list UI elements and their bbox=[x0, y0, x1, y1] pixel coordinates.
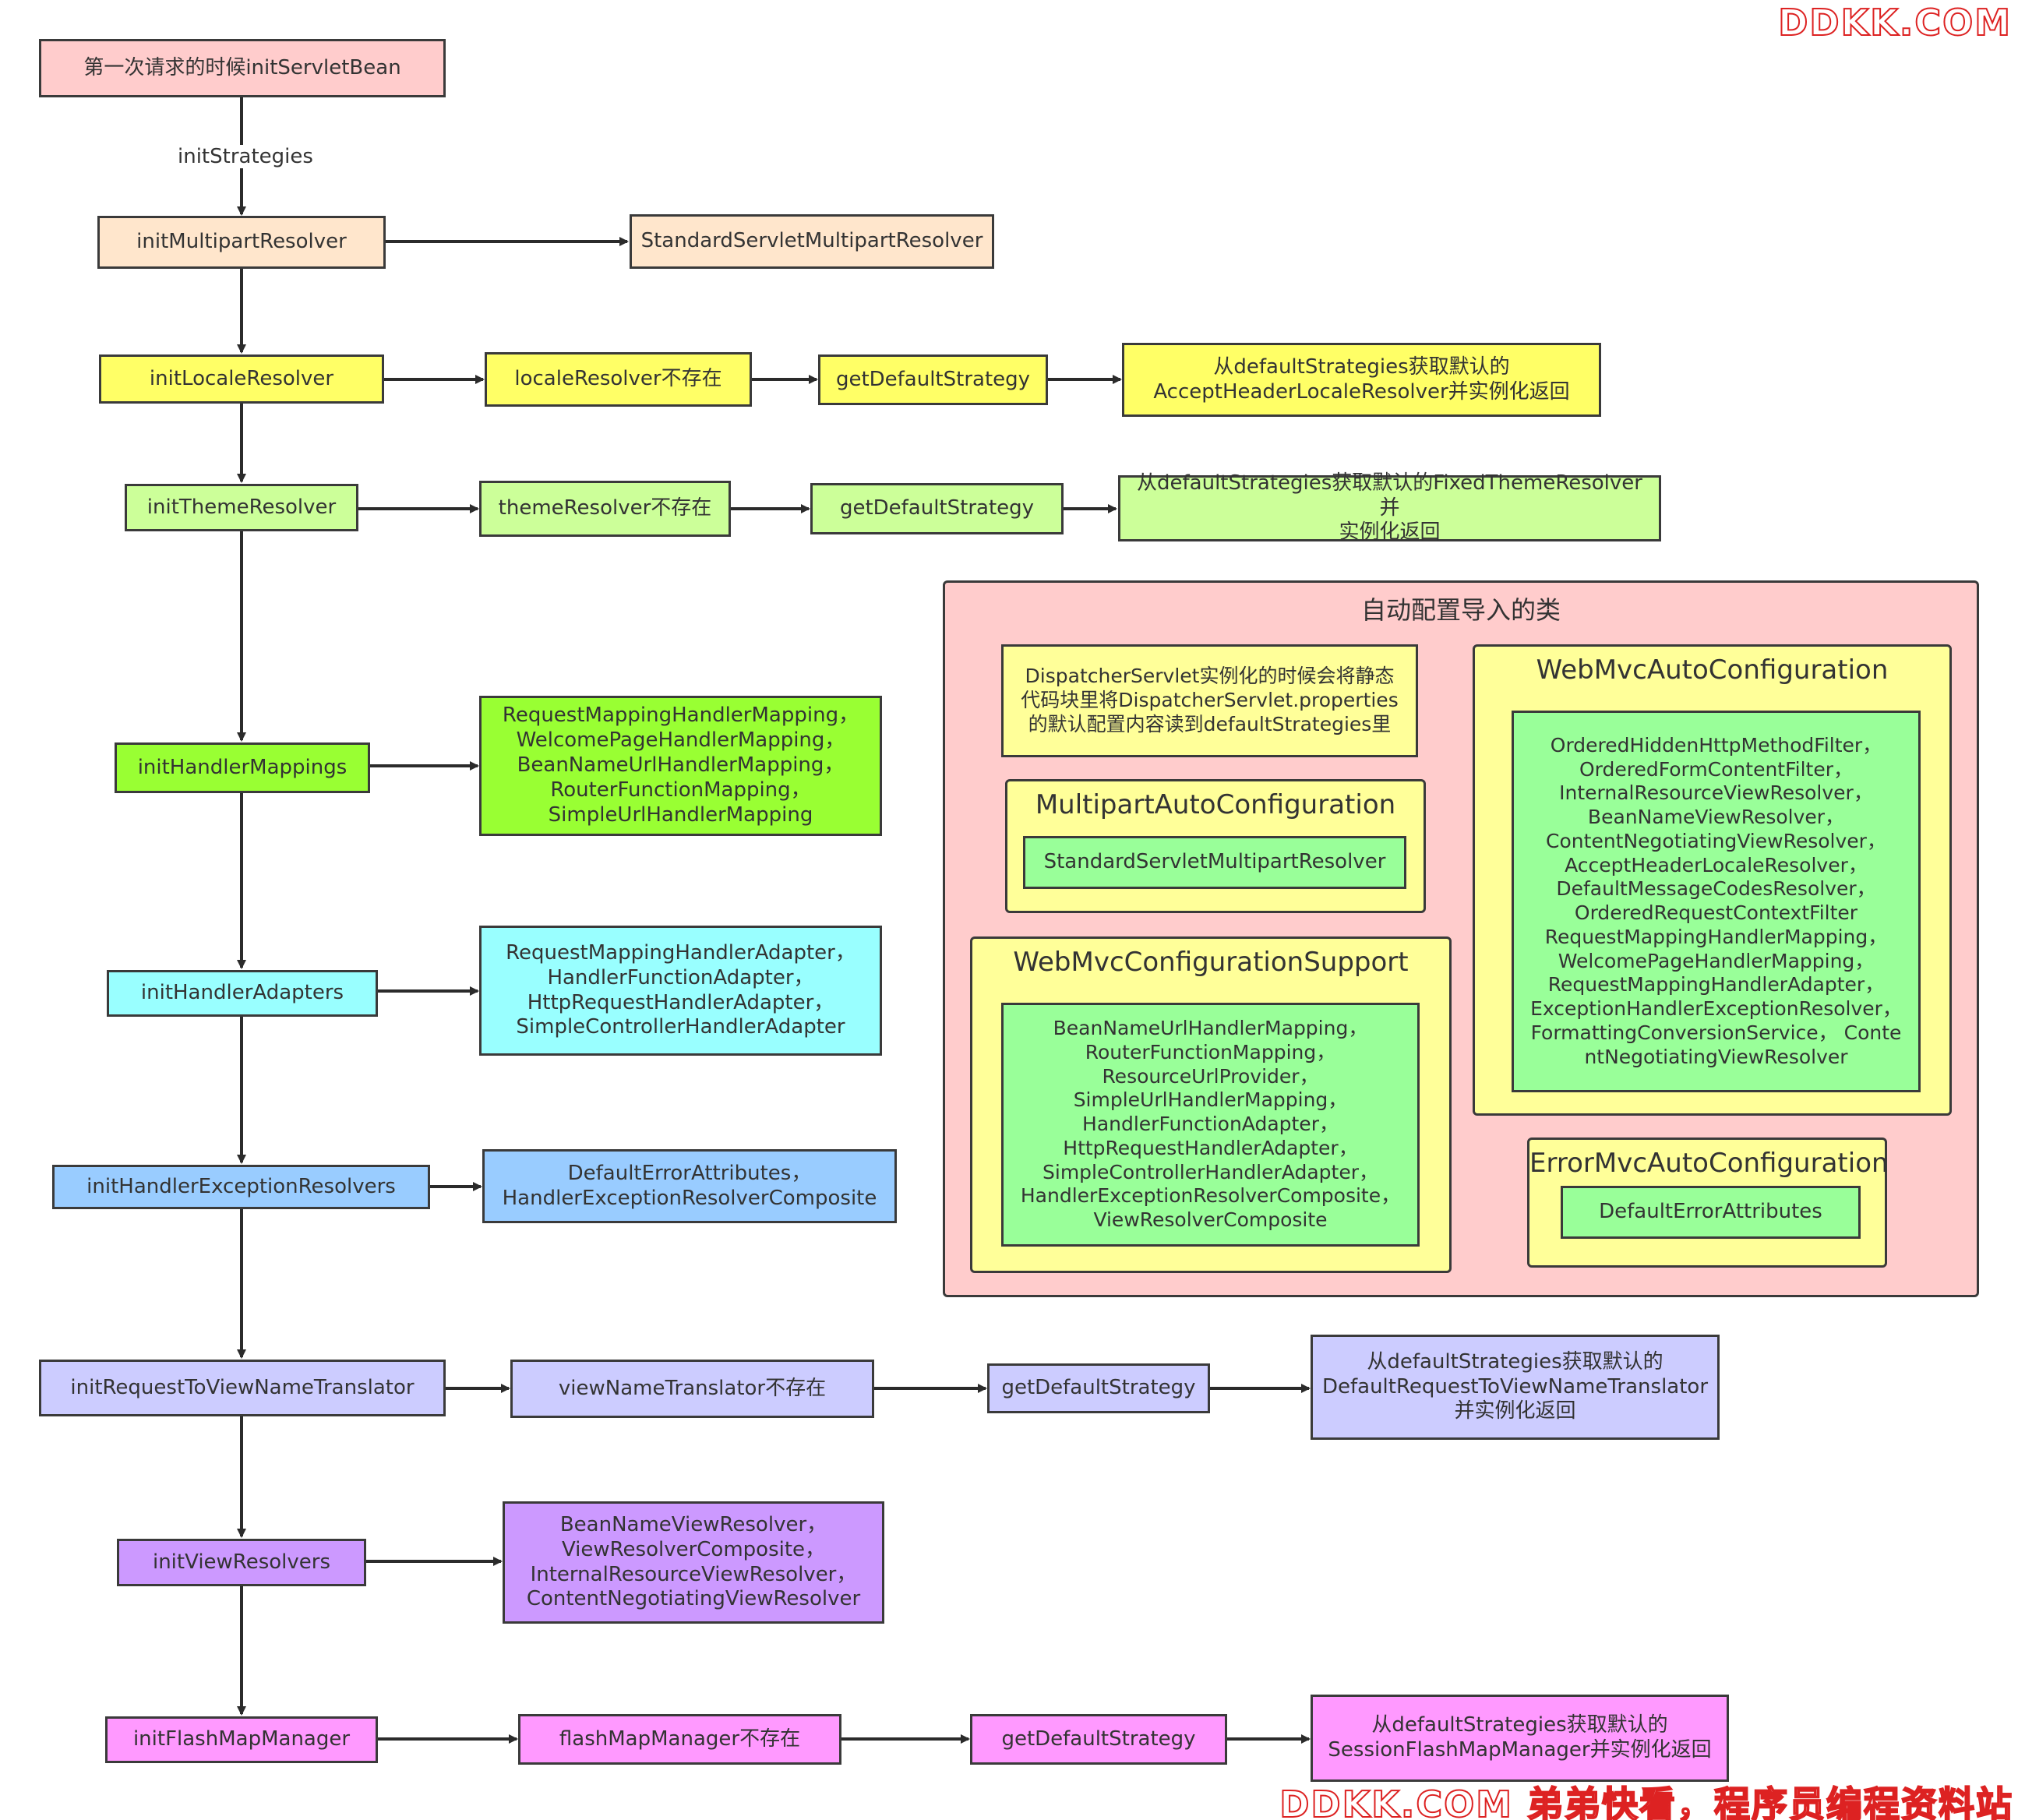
node-exception-resolvers-list: DefaultErrorAttributes， HandlerException… bbox=[482, 1149, 897, 1223]
node-theme-resolver-missing: themeResolver不存在 bbox=[479, 481, 731, 537]
error-mvc-auto-config-content: DefaultErrorAttributes bbox=[1561, 1186, 1861, 1239]
node-first-request: 第一次请求的时候initServletBean bbox=[39, 39, 446, 97]
webmvc-auto-config-title: WebMvcAutoConfiguration bbox=[1536, 654, 1889, 686]
auto-config-title: 自动配置导入的类 bbox=[1360, 595, 1561, 625]
node-init-view-resolvers: initViewResolvers bbox=[117, 1539, 366, 1586]
webmvc-auto-config-content: OrderedHiddenHttpMethodFilter， OrderedFo… bbox=[1512, 711, 1921, 1092]
watermark-bottom-right: DDKK.COM 弟弟快看，程序员编程资料站 bbox=[1279, 1783, 2013, 1820]
multipart-auto-config-content: StandardServletMultipartResolver bbox=[1023, 836, 1406, 889]
node-init-handler-exception-resolvers: initHandlerExceptionResolvers bbox=[52, 1165, 430, 1209]
node-flash-map-get-default-strategy: getDefaultStrategy bbox=[970, 1714, 1227, 1765]
node-flash-map-manager-missing: flashMapManager不存在 bbox=[518, 1714, 841, 1765]
node-view-resolvers-list: BeanNameViewResolver， ViewResolverCompos… bbox=[503, 1501, 884, 1624]
node-init-handler-mappings: initHandlerMappings bbox=[115, 742, 370, 793]
node-handler-adapters-list: RequestMappingHandlerAdapter， HandlerFun… bbox=[479, 926, 882, 1056]
node-handler-mappings-list: RequestMappingHandlerMapping， WelcomePag… bbox=[479, 696, 882, 836]
node-locale-resolver-missing: localeResolver不存在 bbox=[485, 352, 752, 407]
node-locale-get-default-strategy: getDefaultStrategy bbox=[818, 354, 1048, 405]
node-flash-map-default-result: 从defaultStrategies获取默认的 SessionFlashMapM… bbox=[1311, 1695, 1729, 1782]
webmvc-config-support-content: BeanNameUrlHandlerMapping， RouterFunctio… bbox=[1001, 1003, 1420, 1247]
node-view-name-get-default-strategy: getDefaultStrategy bbox=[987, 1363, 1210, 1413]
edge-label-init-strategies: initStrategies bbox=[176, 145, 315, 168]
node-init-locale-resolver: initLocaleResolver bbox=[99, 354, 384, 404]
node-view-name-translator-missing: viewNameTranslator不存在 bbox=[510, 1360, 874, 1418]
node-view-name-default-result: 从defaultStrategies获取默认的 DefaultRequestTo… bbox=[1311, 1335, 1720, 1440]
node-init-handler-adapters: initHandlerAdapters bbox=[107, 970, 378, 1017]
error-mvc-auto-config-title: ErrorMvcAutoConfiguration bbox=[1529, 1148, 1889, 1179]
node-theme-default-result: 从defaultStrategies获取默认的FixedThemeResolve… bbox=[1118, 471, 1661, 544]
node-standard-servlet-multipart-resolver: StandardServletMultipartResolver bbox=[630, 214, 994, 269]
node-theme-get-default-strategy: getDefaultStrategy bbox=[810, 483, 1064, 534]
multipart-auto-config-title: MultipartAutoConfiguration bbox=[1035, 789, 1396, 820]
node-init-theme-resolver: initThemeResolver bbox=[125, 484, 358, 531]
auto-config-note: DispatcherServlet实例化的时候会将静态 代码块里将Dispatc… bbox=[1001, 644, 1418, 757]
webmvc-config-support-title: WebMvcConfigurationSupport bbox=[1013, 947, 1409, 978]
node-init-request-to-view-name-translator: initRequestToViewNameTranslator bbox=[39, 1360, 446, 1416]
node-init-flash-map-manager: initFlashMapManager bbox=[105, 1716, 378, 1763]
node-locale-default-result: 从defaultStrategies获取默认的 AcceptHeaderLoca… bbox=[1122, 343, 1601, 417]
watermark-top-right: DDKK.COM bbox=[1777, 1, 2012, 44]
node-init-multipart-resolver: initMultipartResolver bbox=[97, 216, 386, 269]
